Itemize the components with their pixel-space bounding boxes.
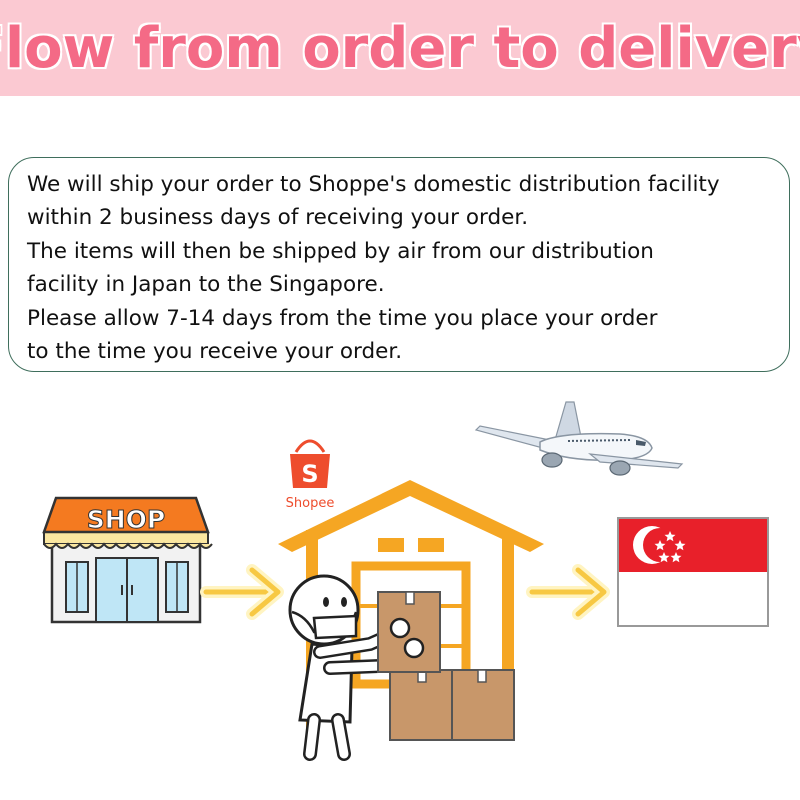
shopee-logo-icon: S Shopee [286, 439, 335, 511]
airplane-icon [474, 401, 684, 476]
info-line: The items will then be shipped by air fr… [27, 238, 654, 264]
shop-sign: SHOP [87, 505, 166, 534]
info-box: We will ship your order to Shoppe's dome… [8, 157, 790, 372]
arrow-right-icon [526, 564, 610, 620]
arrow-right-icon [200, 564, 284, 620]
title-banner: Flow from order to delivery [0, 0, 800, 96]
worker-figure-icon [288, 574, 441, 761]
page-title: Flow from order to delivery [0, 14, 800, 82]
shopee-logo-letter: S [301, 460, 318, 488]
info-line: to the time you receive your order. [27, 339, 403, 365]
cardboard-box-icon [389, 669, 515, 741]
info-line: within 2 business days of receiving your… [27, 205, 529, 231]
delivery-flow-illustration: SHOP S Shopee [42, 401, 769, 761]
singapore-flag-icon [617, 517, 769, 627]
shop-icon: SHOP [42, 496, 213, 624]
info-line: facility in Japan to the Singapore. [27, 272, 385, 298]
info-line: We will ship your order to Shoppe's dome… [27, 172, 720, 197]
shopee-logo-label: Shopee [286, 496, 335, 511]
info-line: Please allow 7-14 days from the time you… [27, 305, 658, 331]
